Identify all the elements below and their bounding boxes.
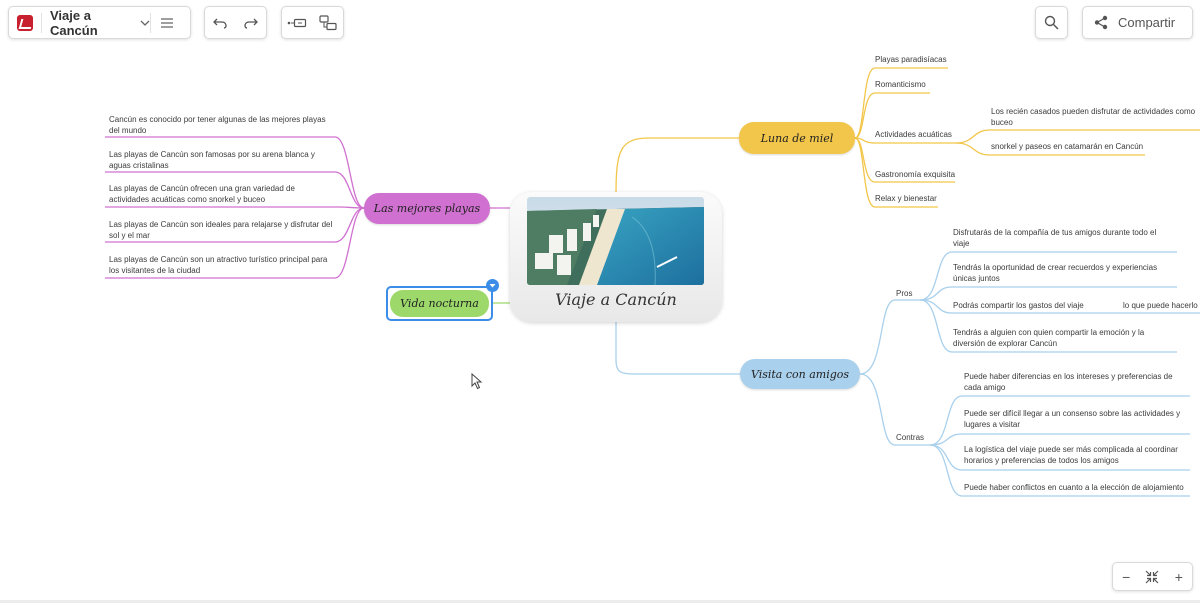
cancun-beach-image	[527, 197, 704, 285]
leaf-playa-4[interactable]: Las playas de Cancún son ideales para re…	[109, 220, 333, 240]
share-icon	[1094, 15, 1108, 30]
undo-icon	[213, 18, 227, 29]
leaf-recien-casados[interactable]: Los recién casados pueden disfrutar de a…	[991, 107, 1196, 127]
playas-connectors	[105, 136, 510, 279]
app-logo-icon	[17, 14, 33, 31]
subtopic-contras[interactable]: Contras	[896, 433, 925, 442]
chevron-down-icon	[140, 20, 150, 26]
leaf-contra-1[interactable]: Puede haber diferencias en los intereses…	[964, 372, 1173, 392]
redo-button[interactable]	[236, 7, 267, 38]
zoom-controls: − +	[1112, 562, 1193, 591]
menu-button[interactable]	[151, 7, 183, 38]
topic-amigos-label: Visita con amigos	[750, 367, 850, 381]
leaf-pro-2[interactable]: Tendrás la oportunidad de crear recuerdo…	[953, 263, 1158, 283]
add-subtopic-icon	[287, 18, 307, 27]
document-title: Viaje a Cancún	[50, 7, 98, 38]
mouse-cursor-icon	[471, 373, 483, 390]
toolbar-divider	[41, 12, 42, 33]
leaf-pro-3[interactable]: Podrás compartir los gastos del viaje	[953, 301, 1084, 310]
history-toolbar	[204, 6, 267, 39]
leaf-gastronomia[interactable]: Gastronomía exquisita	[875, 170, 956, 179]
menu-icon	[161, 17, 173, 28]
selection-outline	[386, 286, 493, 321]
share-button[interactable]: Compartir	[1083, 7, 1192, 38]
leaf-pro-3-extra[interactable]: lo que puede hacerlo más económico	[1123, 301, 1200, 310]
insert-toolbar	[281, 6, 344, 39]
leaf-playa-3[interactable]: Las playas de Cancún ofrecen una gran va…	[109, 184, 295, 204]
leaf-relax[interactable]: Relax y bienestar	[875, 194, 937, 203]
leaf-playa-1[interactable]: Cancún es conocido por tener algunas de …	[109, 115, 326, 135]
document-toolbar: Viaje a Cancún	[8, 6, 191, 39]
leaf-snorkel-catamaran[interactable]: snorkel y paseos en catamarán en Cancún	[991, 142, 1144, 151]
collapse-arrows-icon	[1146, 570, 1159, 583]
luna-connectors	[615, 67, 1200, 208]
leaf-contra-4[interactable]: Puede haber conflictos en cuanto a la el…	[964, 483, 1184, 492]
leaf-playa-5[interactable]: Las playas de Cancún son un atractivo tu…	[109, 255, 328, 275]
add-topic-icon	[319, 14, 337, 30]
topic-noche-label: Vida nocturna	[400, 297, 479, 310]
toolbar-divider	[150, 12, 151, 33]
share-label: Compartir	[1118, 15, 1176, 30]
leaf-playas-paradisiacas[interactable]: Playas paradisíacas	[875, 55, 947, 64]
search-button[interactable]	[1036, 7, 1067, 38]
collapse-toggle[interactable]	[486, 279, 499, 292]
search-icon	[1044, 15, 1059, 30]
redo-icon	[244, 18, 258, 29]
app-logo-button[interactable]	[9, 7, 41, 38]
topic-vida-nocturna[interactable]: Vida nocturna	[390, 290, 489, 317]
fit-view-button[interactable]	[1139, 563, 1165, 590]
share-toolbar: Compartir	[1082, 6, 1193, 39]
add-subtopic-button[interactable]	[282, 7, 313, 38]
central-topic-title: Viaje a Cancún	[555, 290, 677, 309]
undo-button[interactable]	[205, 7, 236, 38]
leaf-pro-4[interactable]: Tendrás a alguien con quien compartir la…	[953, 328, 1145, 348]
topic-luna-de-miel[interactable]: Luna de miel	[739, 122, 855, 154]
search-toolbar	[1035, 6, 1068, 39]
leaf-contra-2[interactable]: Puede ser difícil llegar a un consenso s…	[964, 409, 1181, 429]
caret-down-icon	[489, 284, 496, 288]
zoom-in-button[interactable]: +	[1174, 568, 1183, 585]
add-topic-button[interactable]	[313, 7, 344, 38]
topic-luna-label: Luna de miel	[760, 131, 834, 145]
leaf-actividades-acuaticas[interactable]: Actividades acuáticas	[875, 130, 952, 139]
leaf-contra-3[interactable]: La logística del viaje puede ser más com…	[964, 445, 1178, 465]
bottom-edge	[0, 600, 1200, 603]
topic-mejores-playas[interactable]: Las mejores playas	[364, 193, 490, 224]
topic-playas-label: Las mejores playas	[373, 202, 481, 215]
zoom-out-button[interactable]: −	[1122, 568, 1131, 585]
document-title-button[interactable]: Viaje a Cancún	[42, 7, 150, 38]
central-topic[interactable]: Viaje a Cancún	[510, 192, 722, 322]
leaf-playa-2[interactable]: Las playas de Cancún son famosas por su …	[109, 150, 315, 170]
leaf-pro-1[interactable]: Disfrutarás de la compañía de tus amigos…	[953, 228, 1157, 248]
topic-visita-amigos[interactable]: Visita con amigos	[740, 359, 860, 389]
amigos-connectors	[615, 251, 1200, 497]
leaf-romanticismo[interactable]: Romanticismo	[875, 80, 926, 89]
subtopic-pros[interactable]: Pros	[896, 289, 913, 298]
